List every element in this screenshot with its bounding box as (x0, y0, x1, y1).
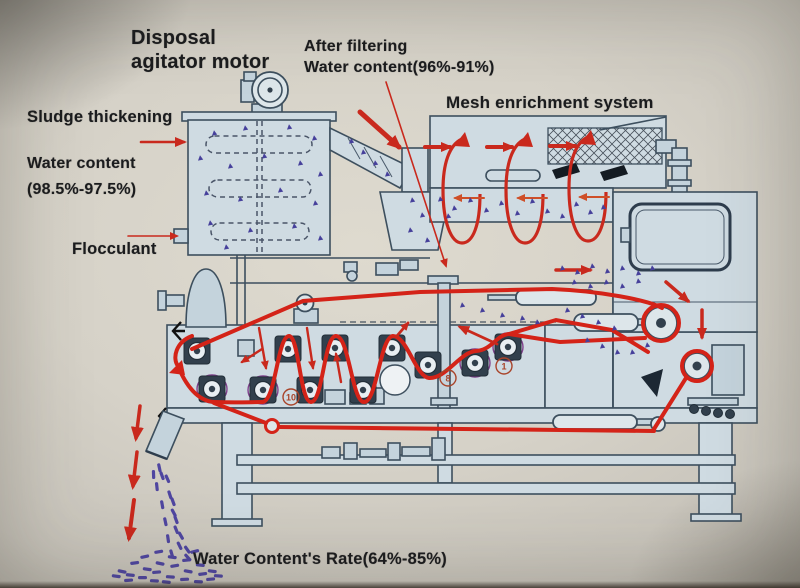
discharge-point-arrow (169, 360, 185, 375)
svg-text:10: 10 (286, 393, 296, 403)
discharge-chute (144, 409, 186, 461)
callout-10: 10 (282, 388, 300, 406)
callout-8: 8 (439, 369, 457, 387)
left-pump-dome (157, 268, 227, 328)
feed-chute (329, 126, 414, 190)
label-sludge-thickening: Sludge thickening (27, 108, 173, 127)
spray-pad (552, 163, 580, 179)
photo-edge-shadow (0, 581, 800, 588)
agitator-shaft (256, 121, 263, 252)
leader-arrows (127, 81, 448, 268)
label-line: Water Content's Rate(64%-85%) (193, 550, 447, 568)
callout-1: 1 (495, 357, 513, 375)
label-mesh-enrichment-system: Mesh enrichment system (446, 93, 654, 113)
feed-box (401, 147, 429, 193)
label-water-content-rate: Water Content's Rate(64%-85%) (193, 550, 447, 569)
label-line: Mesh enrichment system (446, 93, 654, 112)
discharge-arrows (123, 404, 144, 542)
label-line: agitator motor (131, 51, 270, 73)
right-body (612, 191, 758, 419)
after-filtering-arrow (357, 109, 402, 150)
spray-pad (600, 165, 628, 181)
label-water-content: Water content (98.5%-97.5%) (27, 151, 136, 203)
clamp-mark (171, 321, 185, 341)
label-disposal-agitator-motor: Disposal agitator motor (131, 26, 269, 74)
scraper-blade (641, 369, 663, 397)
agitator-coils (205, 135, 313, 241)
label-flocculant: Flocculant (72, 240, 157, 259)
after-filtering-leader (385, 81, 448, 268)
belt-path (169, 286, 714, 434)
label-line: Water content (27, 155, 136, 172)
label-line: (98.5%-97.5%) (27, 181, 137, 198)
pipe-fittings (237, 259, 459, 461)
label-after-filtering: After filtering Water content(96%-91%) (304, 36, 495, 78)
label-line: After filtering (304, 38, 408, 55)
svg-text:8: 8 (445, 374, 450, 384)
vent-slot (485, 169, 541, 182)
sludge-stream (151, 463, 193, 562)
label-line: Water content(96%-91%) (304, 59, 495, 76)
sludge-thickening-tank (173, 71, 337, 256)
svg-text:1: 1 (501, 362, 506, 372)
label-line: Flocculant (72, 240, 157, 258)
label-line: Sludge thickening (27, 108, 173, 126)
label-line: Disposal (131, 27, 216, 49)
agitator-motor (240, 71, 289, 109)
